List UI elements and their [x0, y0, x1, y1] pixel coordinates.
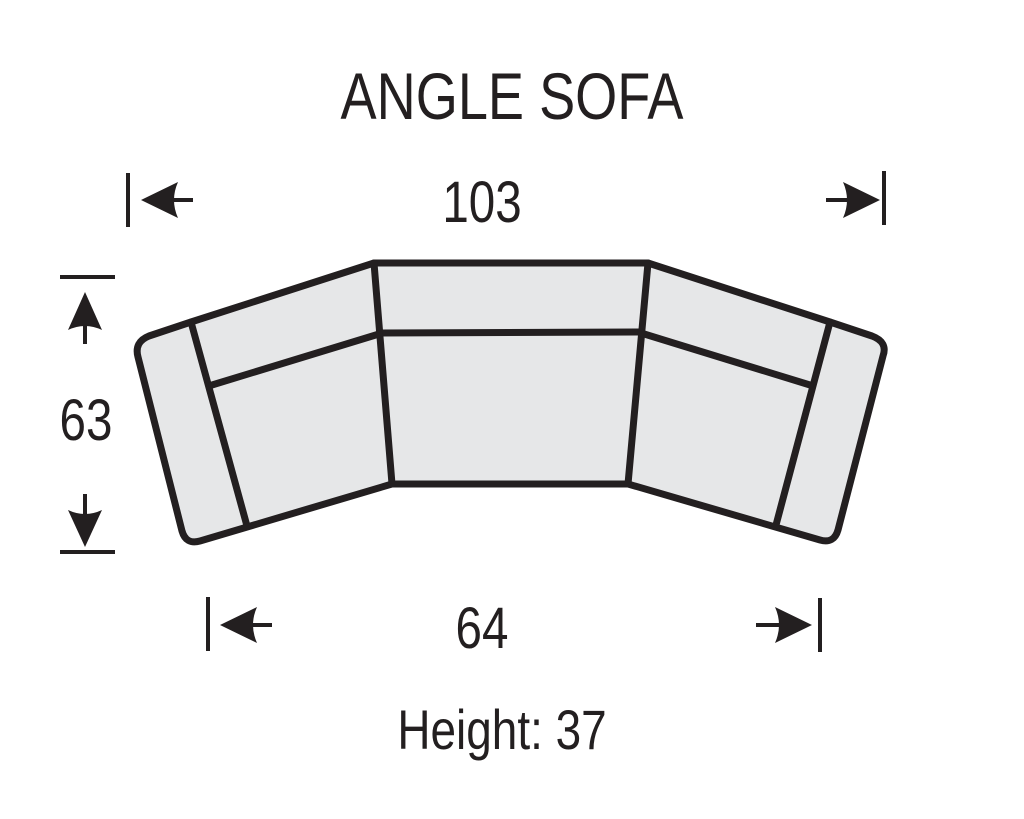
sofa-shape — [133, 259, 888, 546]
right-arm-divider — [772, 318, 834, 529]
left-center-divider — [370, 259, 396, 488]
depth-bottom-arrow-icon — [60, 494, 115, 554]
center-back-line — [375, 328, 645, 337]
top-dimension-right-arrow-icon — [826, 171, 886, 225]
overall-width-label: 103 — [442, 170, 522, 235]
left-arm-divider — [187, 318, 251, 530]
height-label: Height: 37 — [397, 698, 607, 761]
top-dimension-left-arrow-icon — [126, 173, 193, 227]
left-back-line — [208, 330, 383, 389]
sofa-outline — [133, 259, 888, 546]
sofa-seam-lines — [187, 259, 834, 530]
right-back-line — [637, 329, 814, 389]
right-center-divider — [624, 259, 652, 488]
depth-top-arrow-icon — [60, 275, 115, 344]
bottom-dimension-left-arrow-icon — [206, 597, 272, 651]
bottom-dimension-right-arrow-icon — [756, 598, 822, 652]
diagram-title: ANGLE SOFA — [340, 59, 684, 133]
depth-label: 63 — [59, 388, 113, 453]
inner-width-label: 64 — [455, 596, 509, 661]
